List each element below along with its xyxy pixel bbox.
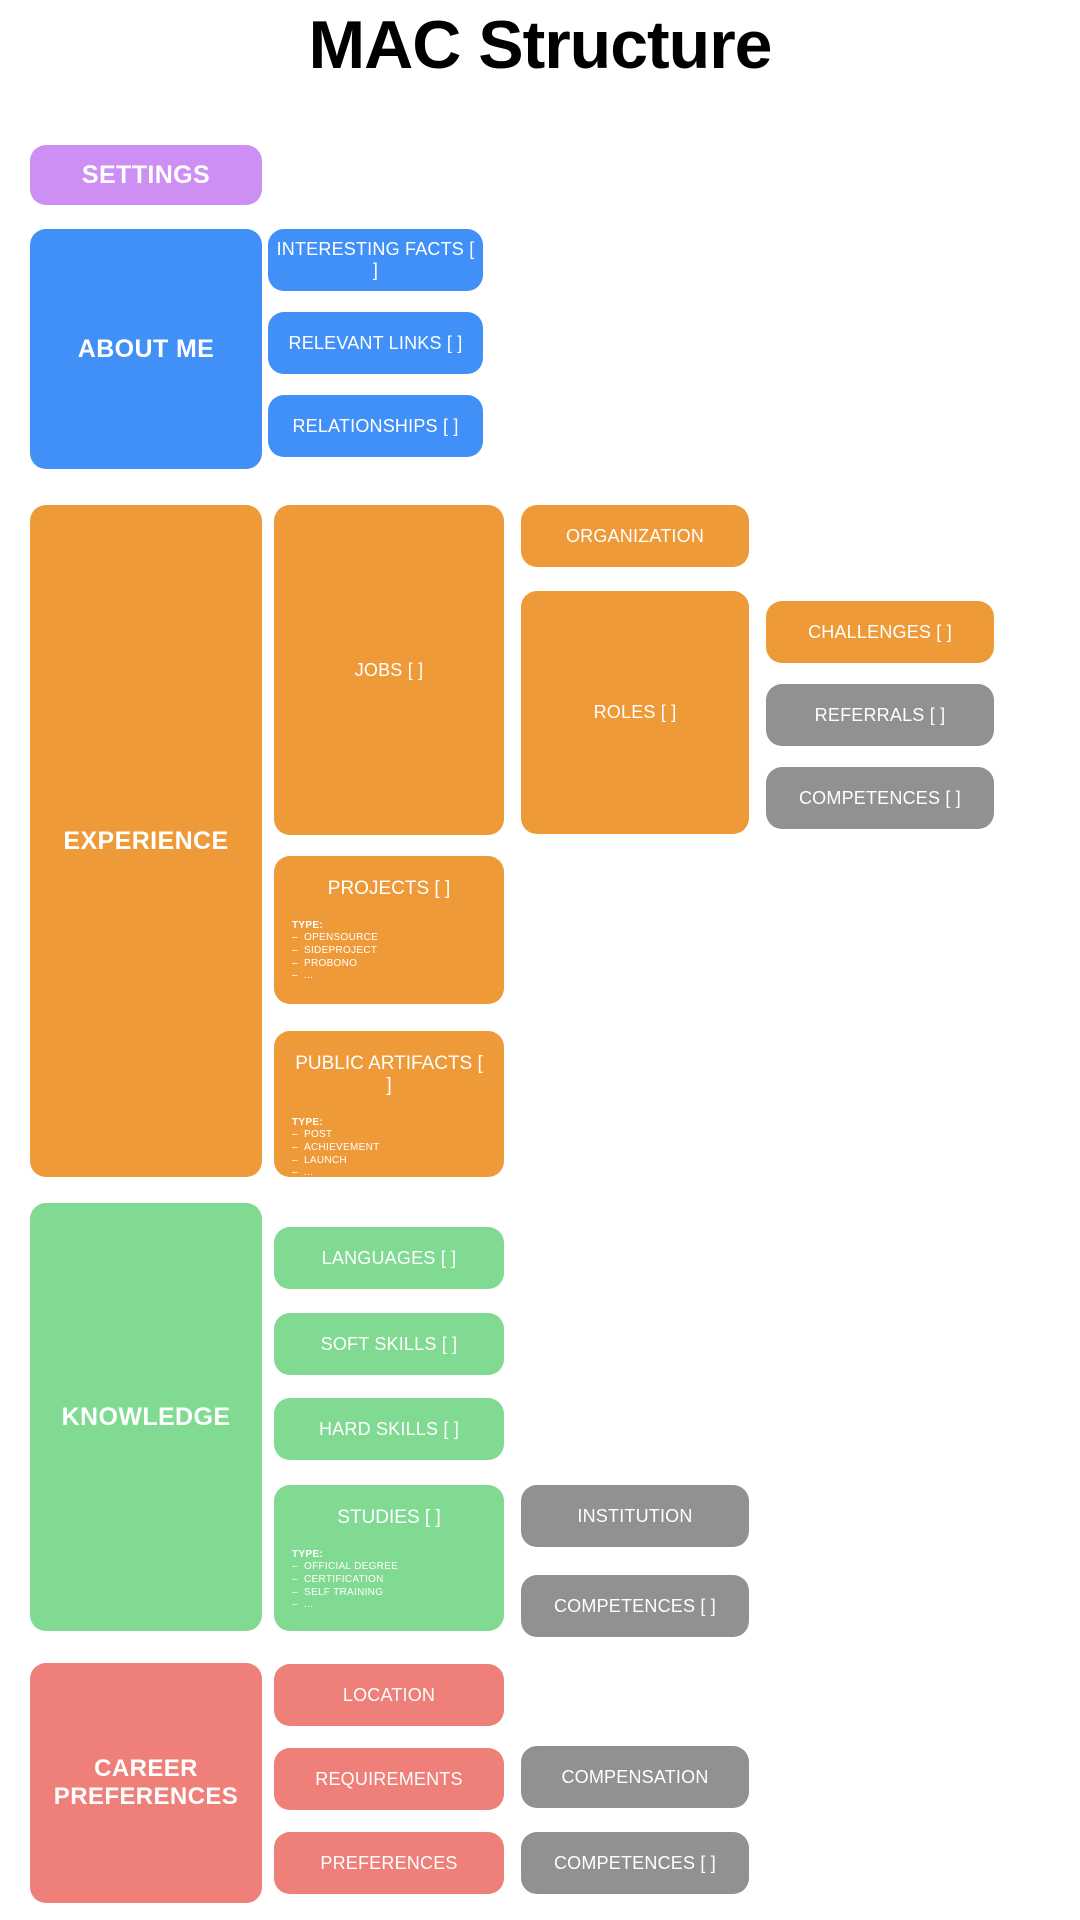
- block-knowledge-label: KNOWLEDGE: [61, 1402, 231, 1431]
- block-studies-type-head: TYPE:: [292, 1549, 323, 1560]
- block-relevant-links-label: RELEVANT LINKS [ ]: [288, 332, 463, 353]
- list-item: CERTIFICATION: [292, 1574, 486, 1587]
- list-item: OPENSOURCE: [292, 932, 486, 945]
- block-languages[interactable]: LANGUAGES [ ]: [274, 1227, 504, 1289]
- page-title: MAC Structure: [308, 7, 772, 83]
- list-item: ...: [292, 1167, 486, 1180]
- block-referrals[interactable]: REFERRALS [ ]: [766, 684, 994, 746]
- block-experience[interactable]: EXPERIENCE: [30, 505, 262, 1177]
- block-challenges-label: CHALLENGES [ ]: [808, 621, 952, 642]
- list-item: PROBONO: [292, 958, 486, 971]
- block-about-me-label: ABOUT ME: [77, 334, 215, 363]
- block-challenges[interactable]: CHALLENGES [ ]: [766, 601, 994, 663]
- block-career-preferences-label: CAREER PREFERENCES: [30, 1755, 262, 1811]
- block-organization-label: ORGANIZATION: [565, 525, 705, 546]
- list-item: ...: [292, 970, 486, 983]
- block-public-artifacts-label: PUBLIC ARTIFACTS [ ]: [295, 1053, 483, 1096]
- block-hard-skills[interactable]: HARD SKILLS [ ]: [274, 1398, 504, 1460]
- block-knowledge-competences[interactable]: COMPETENCES [ ]: [521, 1575, 749, 1637]
- block-experience-competences-label: COMPETENCES [ ]: [798, 787, 962, 808]
- block-interesting-facts-label: INTERESTING FACTS [ ]: [276, 239, 475, 280]
- block-projects-label: PROJECTS [ ]: [327, 878, 451, 899]
- block-public-artifacts-type-head: TYPE:: [292, 1117, 323, 1128]
- block-projects[interactable]: PROJECTS [ ] TYPE: OPENSOURCE SIDEPROJEC…: [274, 856, 504, 1004]
- block-institution[interactable]: INSTITUTION: [521, 1485, 749, 1547]
- block-settings-label: SETTINGS: [81, 160, 211, 189]
- block-relevant-links[interactable]: RELEVANT LINKS [ ]: [268, 312, 483, 374]
- block-settings[interactable]: SETTINGS: [30, 145, 262, 205]
- block-public-artifacts-type-list: POST ACHIEVEMENT LAUNCH ...: [292, 1129, 486, 1180]
- list-item: ACHIEVEMENT: [292, 1142, 486, 1155]
- block-location[interactable]: LOCATION: [274, 1664, 504, 1726]
- block-roles[interactable]: ROLES [ ]: [521, 591, 749, 834]
- block-studies-type-list: OFFICIAL DEGREE CERTIFICATION SELF TRAIN…: [292, 1561, 486, 1612]
- list-item: SIDEPROJECT: [292, 945, 486, 958]
- block-knowledge[interactable]: KNOWLEDGE: [30, 1203, 262, 1631]
- block-hard-skills-label: HARD SKILLS [ ]: [318, 1418, 460, 1439]
- career-preferences-line1: CAREER: [94, 1755, 198, 1782]
- career-preferences-line2: PREFERENCES: [53, 1783, 239, 1810]
- block-relationships-label: RELATIONSHIPS [ ]: [292, 415, 459, 436]
- block-career-competences[interactable]: COMPETENCES [ ]: [521, 1832, 749, 1894]
- block-soft-skills-label: SOFT SKILLS [ ]: [320, 1333, 458, 1354]
- list-item: ...: [292, 1599, 486, 1612]
- block-career-competences-label: COMPETENCES [ ]: [553, 1852, 717, 1873]
- list-item: OFFICIAL DEGREE: [292, 1561, 486, 1574]
- block-experience-label: EXPERIENCE: [63, 826, 229, 855]
- block-projects-type-list: OPENSOURCE SIDEPROJECT PROBONO ...: [292, 932, 486, 983]
- block-soft-skills[interactable]: SOFT SKILLS [ ]: [274, 1313, 504, 1375]
- block-public-artifacts[interactable]: PUBLIC ARTIFACTS [ ] TYPE: POST ACHIEVEM…: [274, 1031, 504, 1180]
- block-organization[interactable]: ORGANIZATION: [521, 505, 749, 567]
- block-relationships[interactable]: RELATIONSHIPS [ ]: [268, 395, 483, 457]
- block-studies-label: STUDIES [ ]: [337, 1507, 441, 1528]
- block-requirements-label: REQUIREMENTS: [315, 1768, 463, 1789]
- block-studies[interactable]: STUDIES [ ] TYPE: OFFICIAL DEGREE CERTIF…: [274, 1485, 504, 1631]
- block-knowledge-competences-label: COMPETENCES [ ]: [553, 1595, 717, 1616]
- block-compensation[interactable]: COMPENSATION: [521, 1746, 749, 1808]
- block-roles-label: ROLES [ ]: [593, 702, 677, 722]
- block-compensation-label: COMPENSATION: [561, 1766, 709, 1787]
- block-languages-label: LANGUAGES [ ]: [321, 1247, 457, 1268]
- block-about-me[interactable]: ABOUT ME: [30, 229, 262, 469]
- block-projects-type-head: TYPE:: [292, 920, 323, 931]
- block-interesting-facts[interactable]: INTERESTING FACTS [ ]: [268, 229, 483, 291]
- block-experience-competences[interactable]: COMPETENCES [ ]: [766, 767, 994, 829]
- block-requirements[interactable]: REQUIREMENTS: [274, 1748, 504, 1810]
- block-jobs-label: JOBS [ ]: [354, 659, 424, 680]
- block-career-preferences[interactable]: CAREER PREFERENCES: [30, 1663, 262, 1903]
- list-item: POST: [292, 1129, 486, 1142]
- block-location-label: LOCATION: [342, 1684, 436, 1705]
- list-item: SELF TRAINING: [292, 1587, 486, 1600]
- block-institution-label: INSTITUTION: [577, 1505, 693, 1526]
- block-preferences[interactable]: PREFERENCES: [274, 1832, 504, 1894]
- block-preferences-label: PREFERENCES: [320, 1852, 458, 1873]
- block-jobs[interactable]: JOBS [ ]: [274, 505, 504, 835]
- list-item: LAUNCH: [292, 1155, 486, 1168]
- block-referrals-label: REFERRALS [ ]: [814, 704, 946, 725]
